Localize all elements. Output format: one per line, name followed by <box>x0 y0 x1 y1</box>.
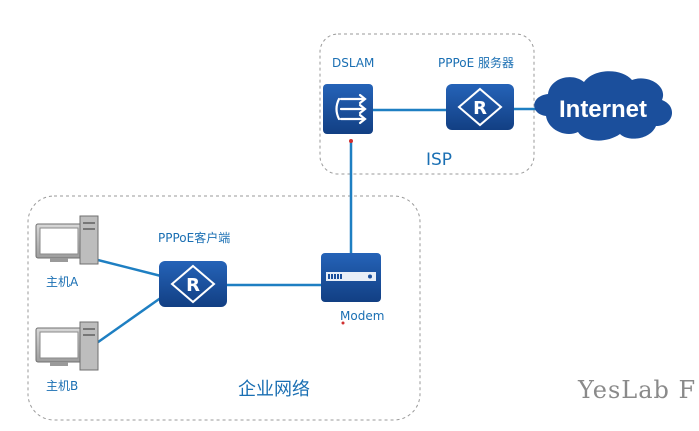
pppoe-client-label: PPPoE客户端 <box>158 230 230 245</box>
dslam-device[interactable] <box>323 84 373 134</box>
modem-port-icon <box>328 274 372 279</box>
isp-boundary <box>319 33 535 175</box>
router-glyph: R <box>186 275 200 296</box>
internet-cloud[interactable]: Internet <box>534 71 673 141</box>
router-glyph: R <box>473 98 487 119</box>
isp-label: ISP <box>426 150 452 170</box>
watermark-text: YesLab F <box>578 376 697 404</box>
dslam-label: DSLAM <box>332 56 374 70</box>
host-b[interactable] <box>35 321 99 371</box>
modem-device[interactable] <box>321 253 381 302</box>
enterprise-boundary <box>27 195 421 421</box>
host-a[interactable] <box>35 215 99 265</box>
router-diamond-icon <box>170 264 216 304</box>
pppoe-client-router[interactable]: R <box>159 261 227 307</box>
enterprise-label: 企业网络 <box>238 379 310 400</box>
host-b-label: 主机B <box>46 379 78 393</box>
pppoe-server-label: PPPoE 服务器 <box>438 55 514 70</box>
router-diamond-icon <box>457 87 503 127</box>
modem-label-marker <box>341 321 345 325</box>
modem-label: Modem <box>340 309 384 323</box>
internet-label: Internet <box>559 96 647 123</box>
cloud-icon <box>534 71 673 141</box>
link-marker <box>349 139 353 143</box>
pppoe-server-router[interactable]: R <box>446 84 514 130</box>
dslam-icon <box>335 93 367 125</box>
host-a-label: 主机A <box>46 275 79 289</box>
links <box>81 107 545 354</box>
